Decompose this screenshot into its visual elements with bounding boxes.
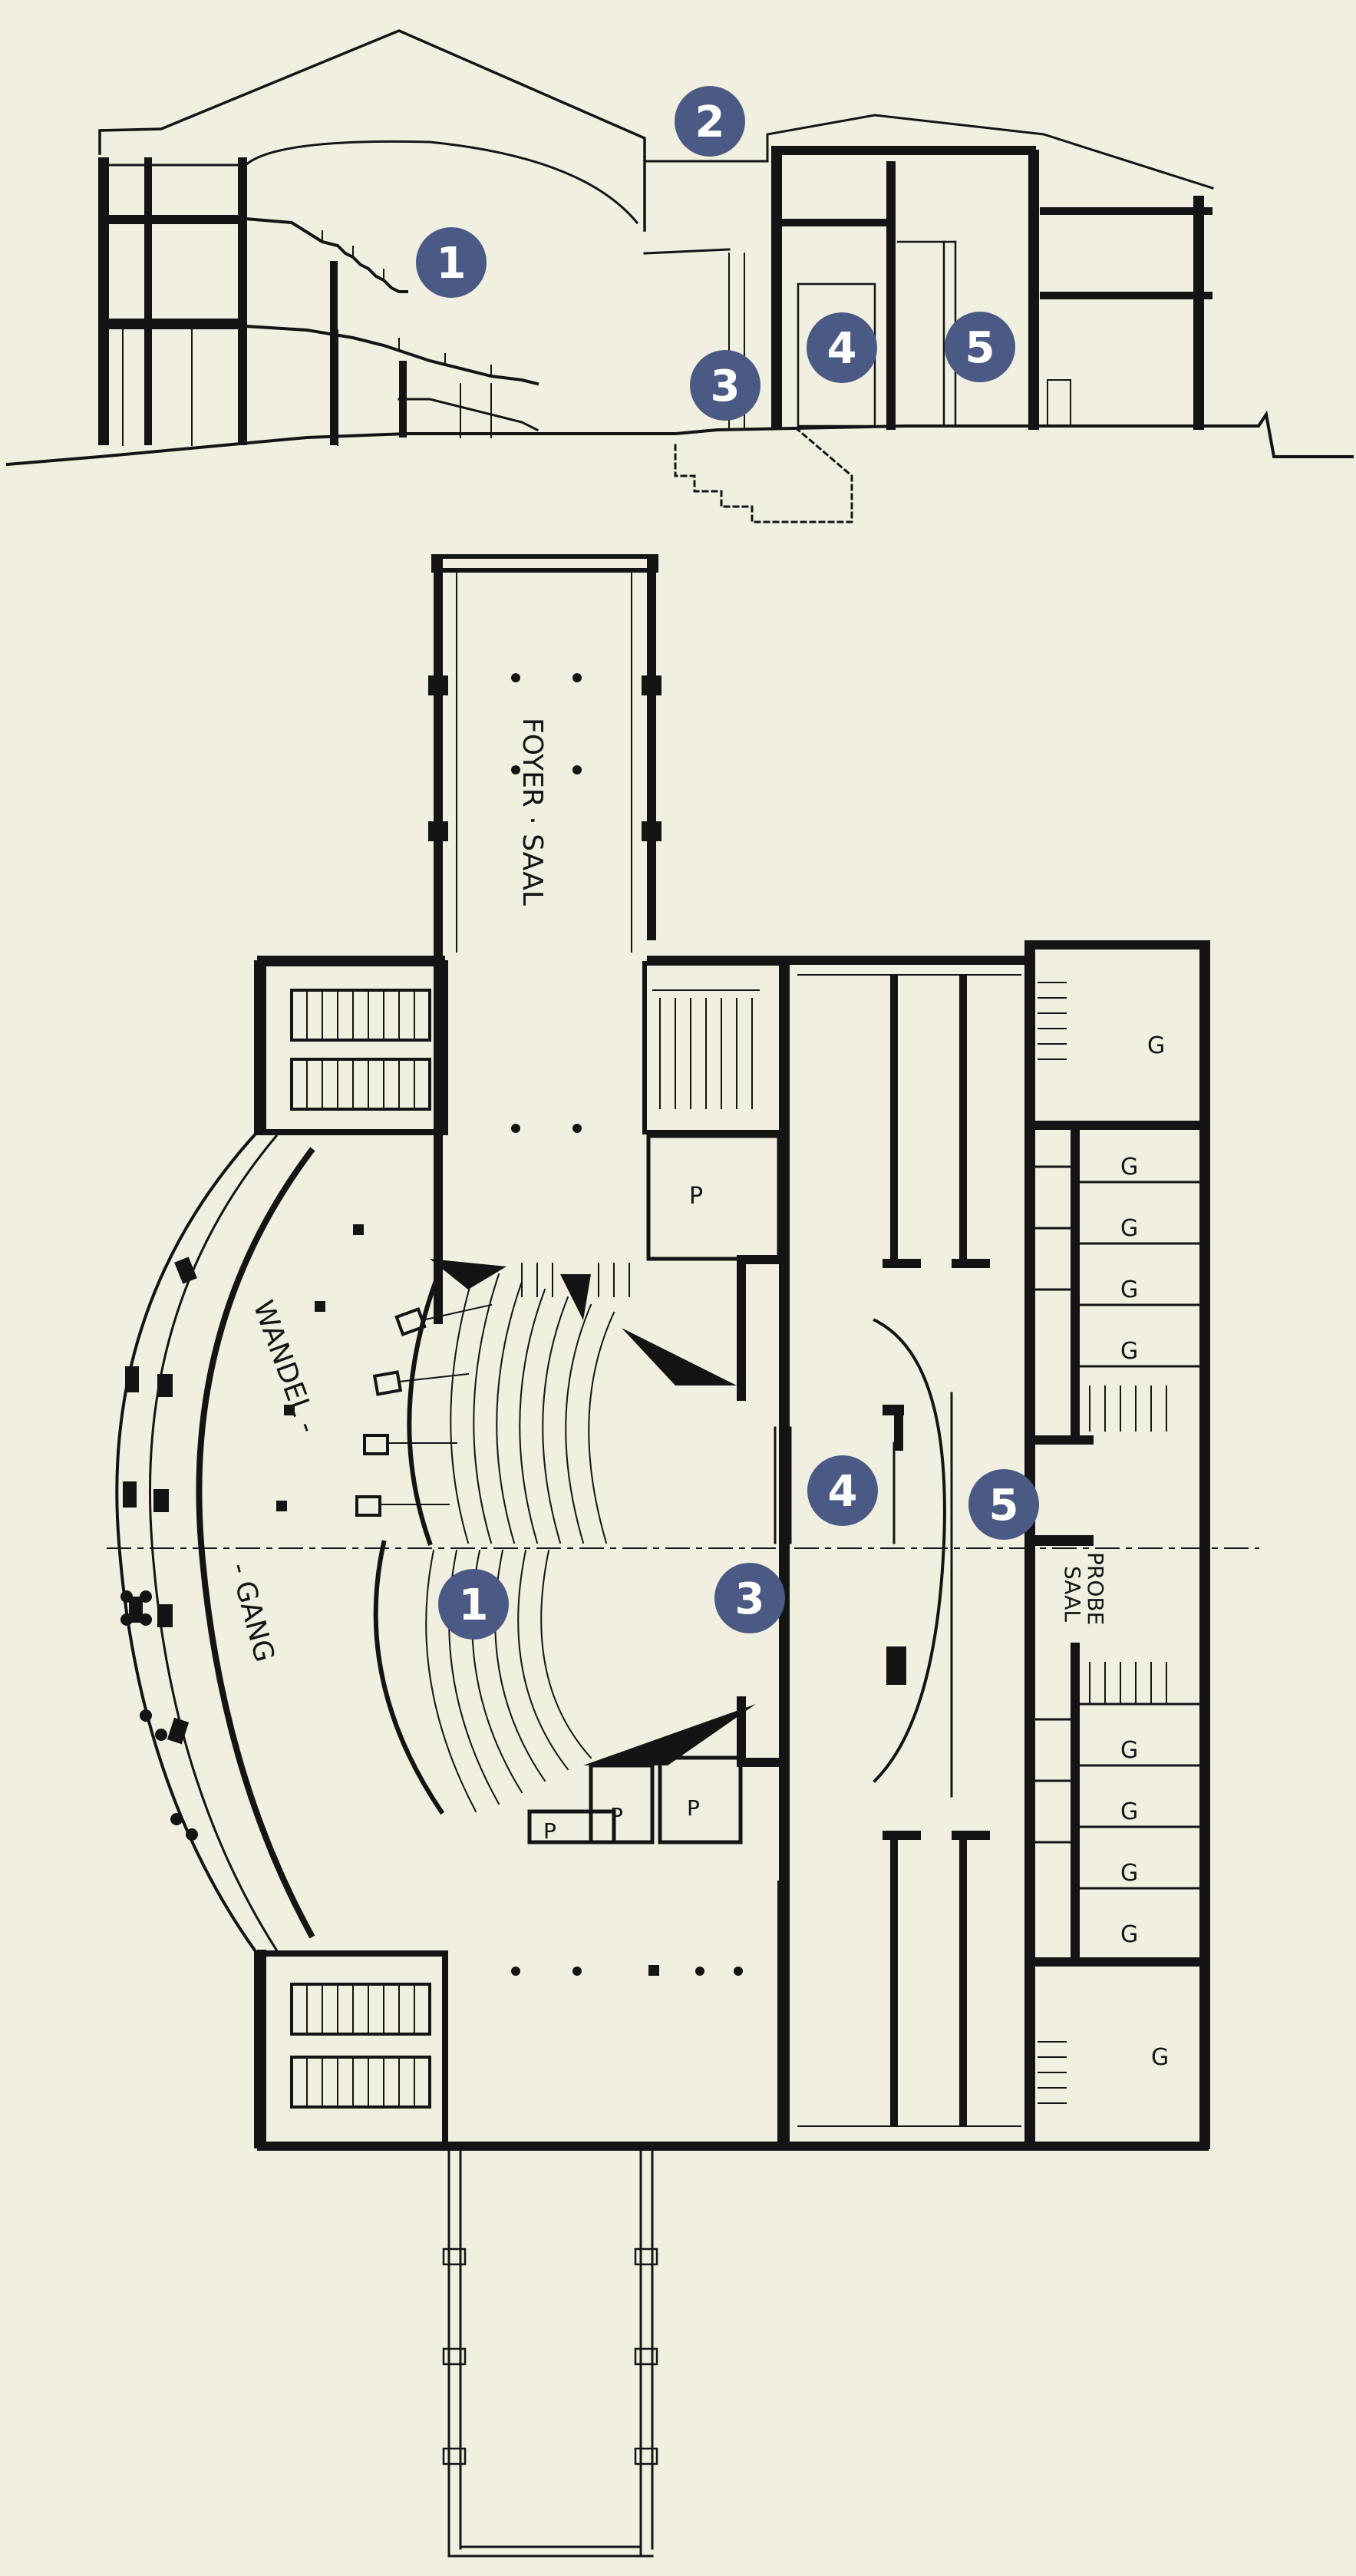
section-columns (122, 329, 492, 446)
section-auditorium-ceiling (243, 140, 639, 225)
section-stage-wall-left (771, 146, 782, 430)
section-annex-floor-2 (1040, 292, 1212, 299)
stair-block-upper (254, 960, 785, 1135)
label-p-lower-2: P (610, 1803, 623, 1828)
marker-5-plan: 5 (968, 1469, 1039, 1540)
label-wandel: WANDEL - (247, 1296, 324, 1437)
marker-5-section-number: 5 (965, 323, 995, 373)
section-stage-wall-right (1028, 150, 1039, 430)
rooms-p (527, 1134, 783, 1844)
marker-3-plan: 3 (714, 1563, 785, 1633)
marker-1-section-number: 1 (437, 239, 467, 289)
label-g-1: G (1147, 1032, 1165, 1059)
label-g-5: G (1120, 1338, 1138, 1365)
label-g-2: G (1120, 1154, 1138, 1181)
wandelgang (115, 1130, 364, 1956)
foyer-wing (428, 554, 662, 1324)
section-fly-gallery (775, 219, 890, 226)
marker-4-section-number: 4 (827, 324, 857, 374)
marker-5-section: 5 (945, 312, 1015, 382)
entrance-portico (442, 2148, 658, 2558)
marker-1-section: 1 (416, 227, 487, 298)
section-annex-wall (1193, 196, 1204, 430)
section-annex-floor-1 (1040, 207, 1212, 215)
section-underground-stair (674, 428, 853, 523)
label-saal: SAAL (1060, 1566, 1085, 1622)
floor-plan: FOYER · SAAL (107, 554, 1259, 2558)
section-floor-2 (104, 319, 246, 329)
marker-1-plan: 1 (438, 1569, 509, 1640)
section-connector (643, 114, 1214, 190)
label-g-4: G (1120, 1276, 1138, 1303)
stair-block-lower (254, 1950, 743, 2148)
marker-2-section: 2 (675, 86, 745, 157)
section-floor-1 (104, 215, 246, 224)
label-g-9: G (1120, 1921, 1138, 1948)
marker-5-plan-number: 5 (989, 1481, 1019, 1531)
section-proscenium-beam (643, 248, 731, 255)
marker-3-section: 3 (690, 350, 760, 421)
label-gang: - GANG (223, 1560, 280, 1666)
marker-4-plan: 4 (807, 1455, 878, 1526)
section-stalls-wall (399, 361, 407, 438)
section-auditorium-roof (98, 29, 646, 232)
marker-2-section-number: 2 (695, 97, 725, 147)
main-body (257, 940, 1210, 2151)
auditorium-seating (355, 1259, 756, 1815)
section-stage-roof-beam (771, 146, 1036, 155)
section-stage-wall-mid (886, 161, 896, 430)
label-g-6: G (1120, 1737, 1138, 1764)
section-column (330, 261, 338, 445)
section-stalls (398, 398, 539, 432)
label-p-lower-1: P (543, 1818, 556, 1844)
label-p-upper: P (689, 1183, 703, 1210)
marker-4-section: 4 (807, 312, 877, 383)
marker-3-section-number: 3 (711, 362, 741, 411)
section-annex-door (1047, 379, 1071, 427)
label-p-lower-3: P (687, 1795, 700, 1821)
section-wall-left (98, 157, 109, 445)
label-foyer-saal: FOYER · SAAL (516, 718, 548, 906)
label-probe: PROBE (1083, 1552, 1108, 1625)
label-g-3: G (1120, 1215, 1138, 1242)
section-balcony-lower (243, 324, 539, 386)
marker-1-plan-number: 1 (459, 1580, 489, 1630)
label-g-10: G (1151, 2044, 1169, 2071)
marker-3-plan-number: 3 (735, 1574, 765, 1624)
stage-area (774, 974, 1021, 2127)
label-g-7: G (1120, 1798, 1138, 1825)
section-balcony-upper (243, 216, 408, 293)
marker-4-plan-number: 4 (828, 1467, 858, 1517)
label-g-8: G (1120, 1860, 1138, 1887)
dressing-rooms (1024, 982, 1209, 2104)
section-ground-line (5, 410, 1354, 467)
section-wall-left-2 (144, 157, 152, 445)
section-wall-mid (238, 157, 247, 445)
